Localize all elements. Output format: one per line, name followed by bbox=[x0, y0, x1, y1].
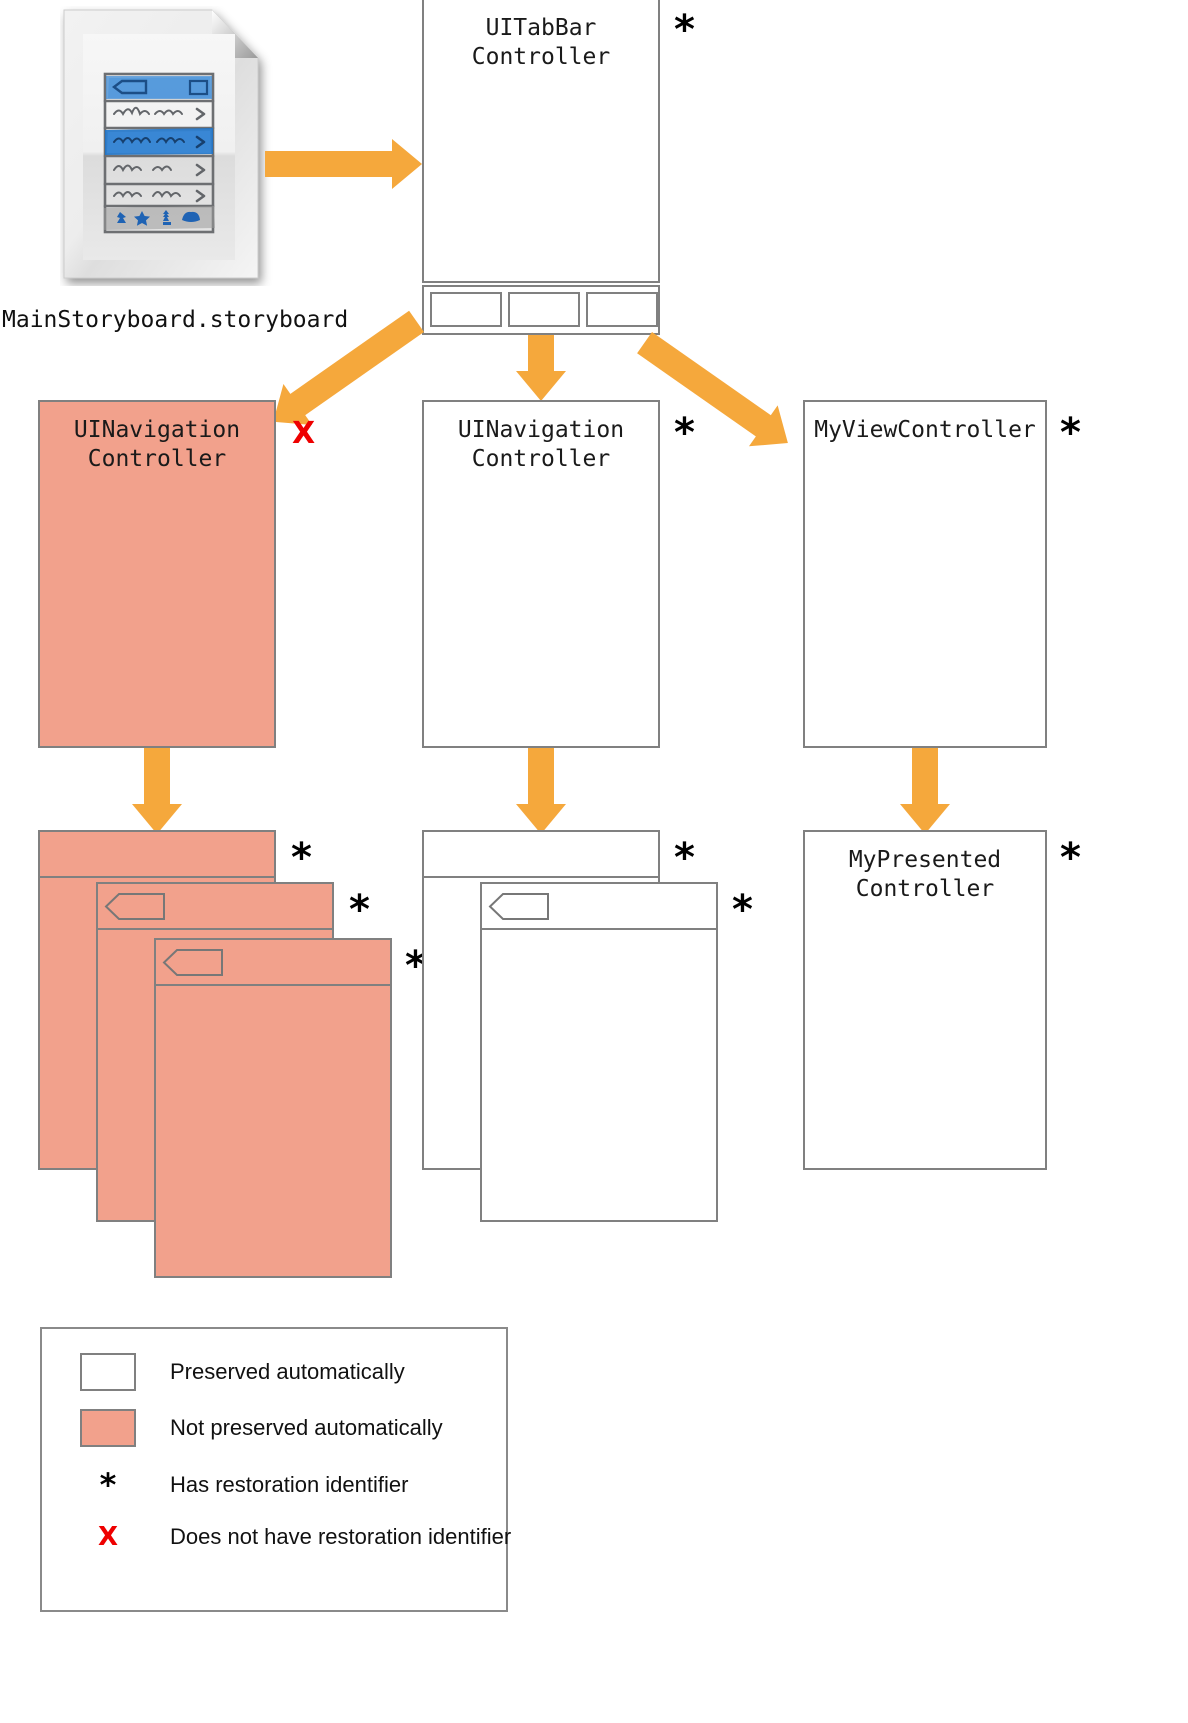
marker-star-nav-middle: * bbox=[674, 410, 695, 456]
stack-middle-card-2[interactable] bbox=[480, 882, 718, 1222]
arrow-tabbar-to-myviewcontroller bbox=[637, 332, 803, 464]
arrow-storyboard-to-tabbar bbox=[265, 139, 422, 189]
legend-row-has-identifier: * Has restoration identifier bbox=[80, 1466, 409, 1504]
stack-left-card-2-back-button[interactable] bbox=[104, 893, 166, 921]
storyboard-file-caption: MainStoryboard.storyboard bbox=[2, 307, 349, 333]
legend-symbol-x: X bbox=[97, 1522, 119, 1552]
stack-left-card-3[interactable] bbox=[154, 938, 392, 1278]
legend-swatch-not-preserved bbox=[80, 1409, 136, 1447]
legend-row-no-identifier: X Does not have restoration identifier bbox=[80, 1524, 511, 1550]
stack-left-card-2-navbar bbox=[96, 882, 334, 930]
node-uitabbarcontroller-label: UITabBar Controller bbox=[471, 15, 611, 70]
uitabbar-tab-1[interactable] bbox=[430, 292, 502, 327]
marker-star-myviewcontroller: * bbox=[1060, 410, 1081, 456]
legend-symbol-star: * bbox=[99, 1466, 117, 1504]
legend: Preserved automatically Not preserved au… bbox=[40, 1327, 511, 1612]
node-uinavigationcontroller-middle[interactable]: UINavigation Controller bbox=[422, 400, 660, 748]
legend-label-not-preserved: Not preserved automatically bbox=[170, 1415, 443, 1440]
node-myviewcontroller-label: MyViewController bbox=[814, 417, 1036, 443]
marker-star-stack-left-1: * bbox=[291, 835, 312, 881]
stack-left-card-3-back-button[interactable] bbox=[162, 949, 224, 977]
stack-middle-card-1-navbar bbox=[422, 830, 660, 878]
marker-star-tabbar: * bbox=[674, 7, 695, 53]
arrow-nav-left-to-stack bbox=[132, 748, 182, 836]
arrow-myviewcontroller-to-mypresented bbox=[900, 748, 950, 836]
node-mypresentedcontroller[interactable]: MyPresented Controller bbox=[803, 830, 1047, 1170]
uitabbar-tab-2[interactable] bbox=[508, 292, 580, 327]
legend-swatch-preserved bbox=[80, 1353, 136, 1391]
marker-star-stack-left-2: * bbox=[349, 887, 370, 933]
storyboard-document-icon bbox=[60, 6, 275, 286]
stack-left-card-1-navbar bbox=[38, 830, 276, 878]
legend-row-preserved: Preserved automatically bbox=[80, 1353, 405, 1391]
marker-x-nav-left: X bbox=[292, 416, 316, 451]
marker-star-mypresented: * bbox=[1060, 835, 1081, 881]
arrow-nav-middle-to-stack bbox=[516, 748, 566, 836]
legend-label-has-identifier: Has restoration identifier bbox=[170, 1472, 409, 1497]
marker-star-stack-middle-1: * bbox=[674, 835, 695, 881]
marker-star-stack-left-3: * bbox=[405, 943, 426, 989]
legend-label-preserved: Preserved automatically bbox=[170, 1359, 405, 1384]
marker-star-stack-middle-2: * bbox=[732, 887, 753, 933]
legend-row-not-preserved: Not preserved automatically bbox=[80, 1409, 443, 1447]
node-uinavigationcontroller-left-label: UINavigation Controller bbox=[73, 417, 241, 472]
stack-middle-card-2-navbar bbox=[480, 882, 718, 930]
uitabbar-tab-3[interactable] bbox=[586, 292, 658, 327]
node-mypresentedcontroller-label: MyPresented Controller bbox=[848, 847, 1002, 902]
stack-middle-card-2-back-button[interactable] bbox=[488, 893, 550, 921]
arrow-tabbar-to-nav-middle bbox=[516, 335, 566, 401]
node-uitabbarcontroller[interactable]: UITabBar Controller bbox=[422, 0, 660, 283]
legend-label-no-identifier: Does not have restoration identifier bbox=[170, 1524, 512, 1549]
node-myviewcontroller[interactable]: MyViewController bbox=[803, 400, 1047, 748]
node-uinavigationcontroller-left[interactable]: UINavigation Controller bbox=[38, 400, 276, 748]
stack-left-card-3-navbar bbox=[154, 938, 392, 986]
node-uinavigationcontroller-middle-label: UINavigation Controller bbox=[457, 417, 625, 472]
